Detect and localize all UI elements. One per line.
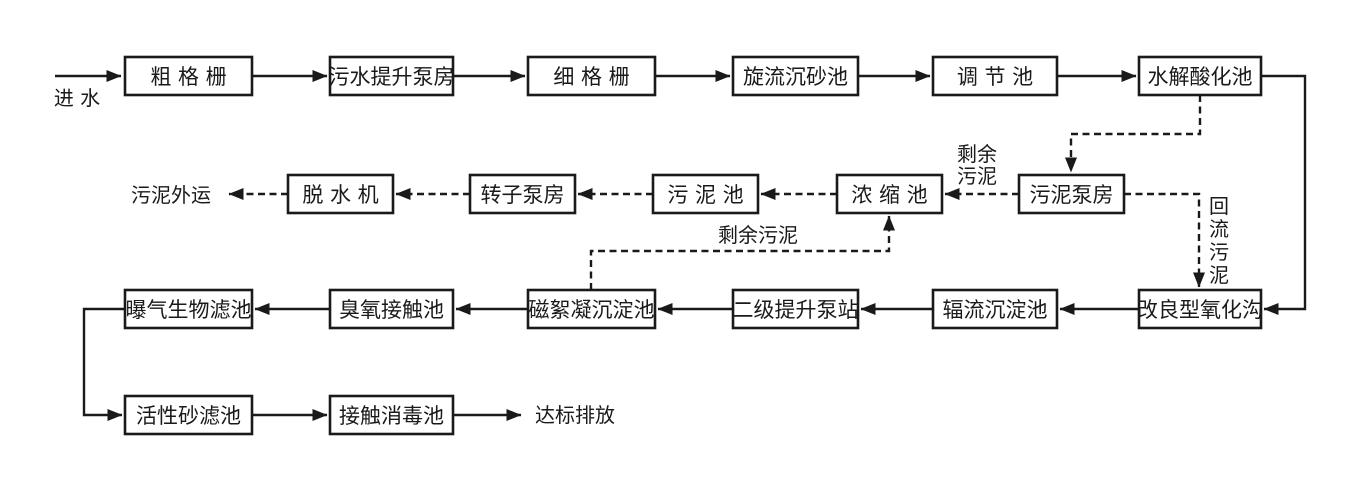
node-sludge-pump-house: 污泥泵房: [1017, 173, 1126, 215]
node-dewatering-machine-box: [286, 173, 395, 215]
label-return-sludge: 回流污泥: [1209, 194, 1229, 287]
node-vortex-grit-chamber-box: [731, 55, 860, 97]
node-sewage-lift-pump-house: 污水提升泵房: [328, 55, 455, 97]
node-sewage-lift-pump-house-label: 污水提升泵房: [329, 65, 455, 89]
node-dewatering-machine: 脱 水 机: [286, 173, 395, 215]
node-active-sand-filter-box: [123, 394, 254, 436]
node-rotor-pump-house-label: 转子泵房: [481, 183, 565, 207]
label-excess-sludge-from-magnetic: 剩余污泥: [718, 223, 798, 247]
node-magnetic-flocculation-tank: 磁絮凝沉淀池: [526, 288, 657, 330]
node-radial-flow-sedimentation-tank: 辐流沉淀池: [931, 288, 1059, 330]
node-contact-disinfection-tank-label: 接触消毒池: [339, 404, 444, 428]
node-equalization-tank-label: 调 节 池: [957, 65, 1033, 89]
node-aerated-biofilter-box: [123, 288, 254, 330]
node-equalization-tank-box: [931, 55, 1059, 97]
node-sludge-tank-label: 污 泥 池: [667, 183, 743, 207]
node-ozone-contact-tank-label: 臭氧接触池: [339, 298, 444, 322]
node-vortex-grit-chamber-label: 旋流沉砂池: [743, 65, 848, 89]
edge-hydrolysis-tank-to-oxidation-ditch: [1261, 74, 1307, 315]
node-aerated-biofilter: 曝气生物滤池: [123, 288, 254, 330]
label-sludge-hauling: 污泥外运: [131, 183, 211, 207]
node-rotor-pump-house-box: [468, 173, 577, 215]
node-improved-oxidation-ditch: 改良型氧化沟: [1137, 288, 1263, 330]
node-rotor-pump-house: 转子泵房: [468, 173, 577, 215]
node-dewatering-machine-label: 脱 水 机: [302, 183, 378, 207]
label-excess-sludge-to-thickener: 剩余污泥: [957, 142, 997, 188]
node-improved-oxidation-ditch-box: [1137, 288, 1263, 330]
node-hydrolysis-acidification-tank: 水解酸化池: [1137, 55, 1263, 97]
node-hydrolysis-acidification-tank-label: 水解酸化池: [1148, 65, 1253, 89]
node-radial-flow-sedimentation-tank-box: [931, 288, 1059, 330]
node-sludge-pump-house-box: [1017, 173, 1126, 215]
edge-magnetic-flocculation-to-thickening-tank: [589, 215, 895, 290]
node-active-sand-filter: 活性砂滤池: [123, 394, 254, 436]
edge-hydrolysis-tank-to-sludge-pump-house: [1065, 95, 1202, 173]
node-fine-screen-box: [526, 55, 657, 97]
node-ozone-contact-tank-box: [328, 288, 455, 330]
label-discharge: 达标排放: [535, 403, 615, 427]
node-secondary-lift-pump-station-label: 二级提升泵站: [733, 298, 859, 322]
node-coarse-screen-box: [123, 55, 254, 97]
node-coarse-screen-label: 粗 格 栅: [150, 65, 226, 89]
node-fine-screen-label: 细 格 栅: [553, 65, 629, 89]
node-fine-screen: 细 格 栅: [526, 55, 657, 97]
node-thickening-tank-label: 浓 缩 池: [851, 183, 927, 207]
node-vortex-grit-chamber: 旋流沉砂池: [731, 55, 860, 97]
node-equalization-tank: 调 节 池: [931, 55, 1059, 97]
node-contact-disinfection-tank: 接触消毒池: [328, 394, 455, 436]
label-inflow: 进 水: [54, 86, 100, 110]
node-sludge-pump-house-label: 污泥泵房: [1030, 183, 1114, 207]
node-sewage-lift-pump-house-box: [328, 55, 455, 97]
node-secondary-lift-pump-station: 二级提升泵站: [731, 288, 860, 330]
node-magnetic-flocculation-tank-label: 磁絮凝沉淀池: [529, 298, 655, 322]
node-improved-oxidation-ditch-label: 改良型氧化沟: [1137, 298, 1263, 322]
edge-sludge-pump-house-to-oxidation-ditch: [1124, 192, 1205, 288]
node-secondary-lift-pump-station-box: [731, 288, 860, 330]
node-active-sand-filter-label: 活性砂滤池: [136, 404, 241, 428]
node-thickening-tank: 浓 缩 池: [835, 173, 944, 215]
edge-aerated-biofilter-to-active-sand-filter: [82, 307, 125, 421]
node-ozone-contact-tank: 臭氧接触池: [328, 288, 455, 330]
node-radial-flow-sedimentation-tank-label: 辐流沉淀池: [943, 298, 1048, 322]
node-contact-disinfection-tank-box: [328, 394, 455, 436]
node-sludge-tank-box: [651, 173, 760, 215]
node-coarse-screen: 粗 格 栅: [123, 55, 254, 97]
node-sludge-tank: 污 泥 池: [651, 173, 760, 215]
node-hydrolysis-acidification-tank-box: [1137, 55, 1263, 97]
node-thickening-tank-box: [835, 173, 944, 215]
node-magnetic-flocculation-tank-box: [526, 288, 657, 330]
node-aerated-biofilter-label: 曝气生物滤池: [126, 298, 252, 322]
